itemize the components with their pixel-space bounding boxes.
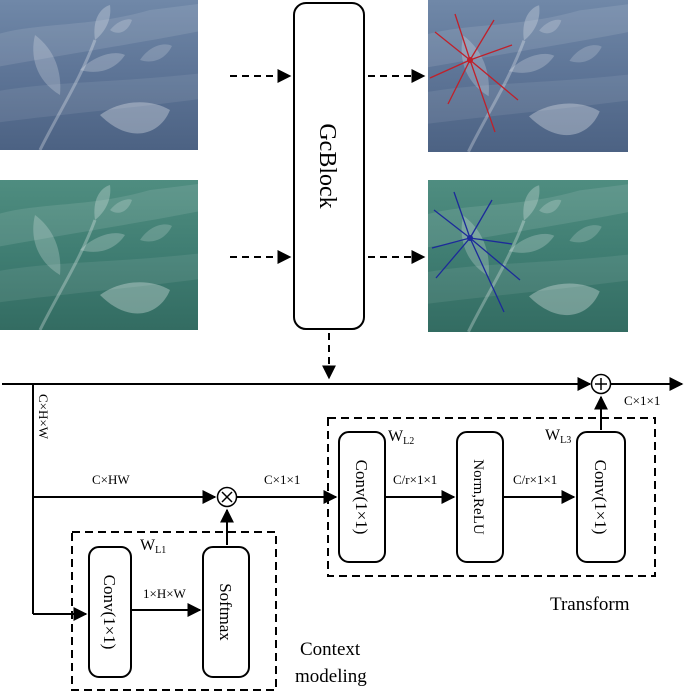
conv3-label: Conv(1×1) xyxy=(591,460,610,535)
softmax-label: Softmax xyxy=(216,583,235,641)
attention-rays-red xyxy=(429,13,519,133)
context-label-line1: Context xyxy=(300,639,361,660)
input-image-blue xyxy=(0,0,198,150)
softmax-box xyxy=(202,546,250,678)
output-image-teal xyxy=(428,180,628,332)
dim-chw-flat-label: C×HW xyxy=(92,472,130,487)
conv3-box xyxy=(576,431,626,563)
gcblock-box xyxy=(293,2,365,330)
w-l1-label: WL1 xyxy=(140,537,166,556)
w-l2-label: WL2 xyxy=(388,428,414,447)
multiply-node xyxy=(216,486,238,508)
context-modeling-box xyxy=(71,531,277,691)
dim-chw-label: C×H×W xyxy=(36,394,51,440)
w-l3-label: WL3 xyxy=(545,427,571,446)
transform-box xyxy=(327,417,656,577)
transform-label: Transform xyxy=(550,594,630,615)
dim-c11-mid-label: C×1×1 xyxy=(264,472,300,487)
norm-relu-label: Norm,ReLU xyxy=(470,459,486,535)
add-node xyxy=(590,373,612,395)
context-label-line2: modeling xyxy=(295,666,367,687)
conv1-box xyxy=(88,546,132,678)
attention-rays-blue xyxy=(431,191,521,313)
gcblock-label: GcBlock xyxy=(314,123,340,208)
dim-1hw-label: 1×H×W xyxy=(143,586,187,601)
input-image-teal xyxy=(0,180,198,330)
dim-cr11-b-label: C/r×1×1 xyxy=(513,472,557,487)
dim-c11-out-label: C×1×1 xyxy=(624,393,660,408)
conv1-label: Conv(1×1) xyxy=(100,575,119,650)
conv2-label: Conv(1×1) xyxy=(352,460,371,535)
output-image-blue xyxy=(428,0,628,152)
dim-cr11-a-label: C/r×1×1 xyxy=(393,472,437,487)
